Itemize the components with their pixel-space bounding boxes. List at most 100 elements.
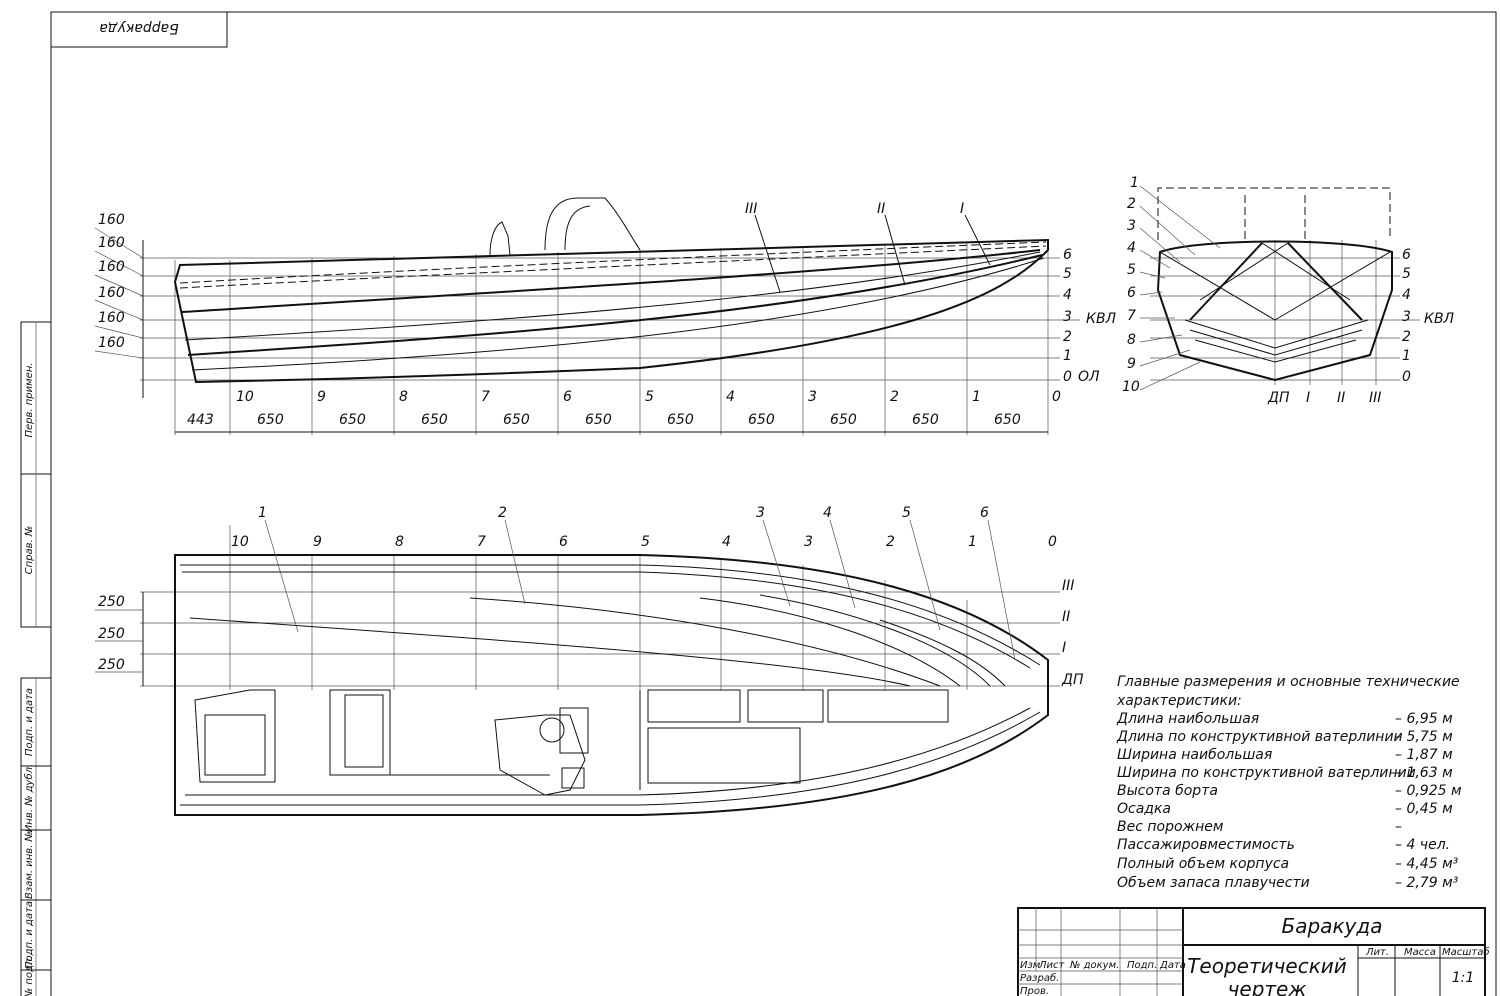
bp-right-label: 6 <box>1402 247 1411 263</box>
spec-name: Длина наибольшая <box>1116 711 1259 727</box>
station-label: 1 <box>972 389 981 405</box>
buttock-label: III <box>745 201 757 217</box>
chine-line <box>181 249 1041 313</box>
bp-left-label: 8 <box>1127 332 1136 348</box>
body-plan-chine <box>1184 319 1369 349</box>
profile-waterlines <box>140 257 1080 381</box>
tb-scale: 1:1 <box>1452 970 1475 986</box>
title-block-doc-title: чертеж <box>1228 977 1307 996</box>
station-label: 5 <box>645 389 654 405</box>
height-dim: 160 <box>98 310 125 326</box>
wl-5 <box>879 619 1006 687</box>
plan-station-label: 3 <box>804 534 813 550</box>
bp-right-label: 5 <box>1402 266 1411 282</box>
station-label: 9 <box>317 389 326 405</box>
wl-1 <box>189 617 911 687</box>
plan-callout: 6 <box>980 505 989 521</box>
spec-name: Вес порожнем <box>1117 819 1224 835</box>
profile-view: III II I 6 5 4 3 КВЛ 2 1 0 ОЛ 160 160 16… <box>94 197 1117 435</box>
length-dim: 443 <box>187 412 214 428</box>
length-dim: 650 <box>748 412 775 428</box>
spec-value: – <box>1395 819 1402 835</box>
bp-right-label: 1 <box>1402 348 1411 364</box>
bp-bottom-label: III <box>1369 390 1381 406</box>
leader-line <box>964 214 991 266</box>
waterline-label: 2 <box>1063 329 1072 345</box>
sheer-line-dashed-2 <box>179 245 1047 289</box>
spec-value: – 4 чел. <box>1395 837 1450 853</box>
buttock-label: II <box>877 201 885 217</box>
tb-col-header: Дата <box>1159 960 1186 971</box>
spec-name: Высота борта <box>1117 783 1218 799</box>
spec-name: Осадка <box>1117 801 1171 817</box>
top-stamp-box <box>50 11 228 48</box>
side-stamp-label: Инв. № подл. <box>24 956 35 996</box>
station-label: 3 <box>808 389 817 405</box>
specs-heading: характеристики: <box>1116 693 1242 709</box>
specs-heading: Главные размерения и основные технически… <box>1117 674 1460 690</box>
title-block-doc-title: Теоретический <box>1187 954 1347 978</box>
length-dim: 650 <box>503 412 530 428</box>
station-label: 7 <box>481 389 490 405</box>
body-plan-outline <box>1156 240 1393 382</box>
seat-profile <box>489 221 511 256</box>
sheer-line-dashed <box>179 241 1047 284</box>
tb-col-header: Лист <box>1038 960 1066 971</box>
bp-left-label: 5 <box>1127 262 1136 278</box>
width-dim: 250 <box>98 626 125 642</box>
bp-left-label: 4 <box>1127 240 1136 256</box>
length-dim: 650 <box>339 412 366 428</box>
plan-station-label: 10 <box>231 534 249 550</box>
bp-right-label: 4 <box>1402 287 1411 303</box>
height-dim: 160 <box>98 212 125 228</box>
deck-layout <box>194 689 949 796</box>
spec-value: – 4,45 м³ <box>1395 856 1459 872</box>
plan-station-label: 7 <box>477 534 486 550</box>
buttock-i-line <box>191 257 1045 371</box>
height-dim: 160 <box>98 235 125 251</box>
bp-right-label: 0 <box>1402 369 1411 385</box>
side-stamp-label: Перв. примен. <box>24 362 35 437</box>
station-label: 0 <box>1052 389 1061 405</box>
length-dim: 650 <box>830 412 857 428</box>
plan-station-label: 9 <box>313 534 322 550</box>
height-dim: 160 <box>98 285 125 301</box>
bp-left-label: 7 <box>1127 308 1136 324</box>
waterline-label: 4 <box>1063 287 1072 303</box>
top-stamp-text: Барракуда <box>99 20 179 36</box>
bp-left-label: 2 <box>1127 196 1136 212</box>
spec-value: – 1,87 м <box>1395 747 1453 763</box>
tb-row-label: Разраб. <box>1020 972 1059 984</box>
plan-callout: 1 <box>258 505 267 521</box>
station-label: 8 <box>399 389 408 405</box>
plan-grid <box>140 525 1060 690</box>
plan-callout: 4 <box>823 505 832 521</box>
side-stamp: Перв. примен. Справ. № Подп. и дата Инв.… <box>20 321 52 996</box>
spec-value: – 2,79 м³ <box>1395 875 1459 891</box>
station-label: 10 <box>236 389 254 405</box>
spec-name: Длина по конструктивной ватерлинии <box>1116 729 1403 745</box>
plan-outline <box>174 554 1049 816</box>
height-dim: 160 <box>98 335 125 351</box>
bp-left-label: 10 <box>1122 379 1140 395</box>
tb-right-header: Лит. <box>1365 947 1389 958</box>
plan-callout: 2 <box>498 505 507 521</box>
side-stamp-label: Инв. № дубл. <box>23 764 35 832</box>
spec-value: – 1,63 м <box>1395 765 1453 781</box>
length-dim: 650 <box>912 412 939 428</box>
plan-station-label: 4 <box>722 534 731 550</box>
length-dim: 650 <box>421 412 448 428</box>
height-dim: 160 <box>98 259 125 275</box>
waterline-label: 1 <box>1063 348 1072 364</box>
wl-2 <box>469 597 941 687</box>
bp-bottom-label: I <box>1306 390 1310 406</box>
bp-left-label: 9 <box>1127 356 1136 372</box>
station-label: 2 <box>890 389 899 405</box>
side-stamp-label: Подп. и дата <box>24 688 35 756</box>
side-stamp-label: Подп. и дата <box>24 901 35 969</box>
bp-left-label: 6 <box>1127 285 1136 301</box>
bp-right-label: 3 <box>1402 309 1411 325</box>
bp-bottom-label: ДП <box>1267 390 1290 406</box>
plan-station-label: 8 <box>395 534 404 550</box>
